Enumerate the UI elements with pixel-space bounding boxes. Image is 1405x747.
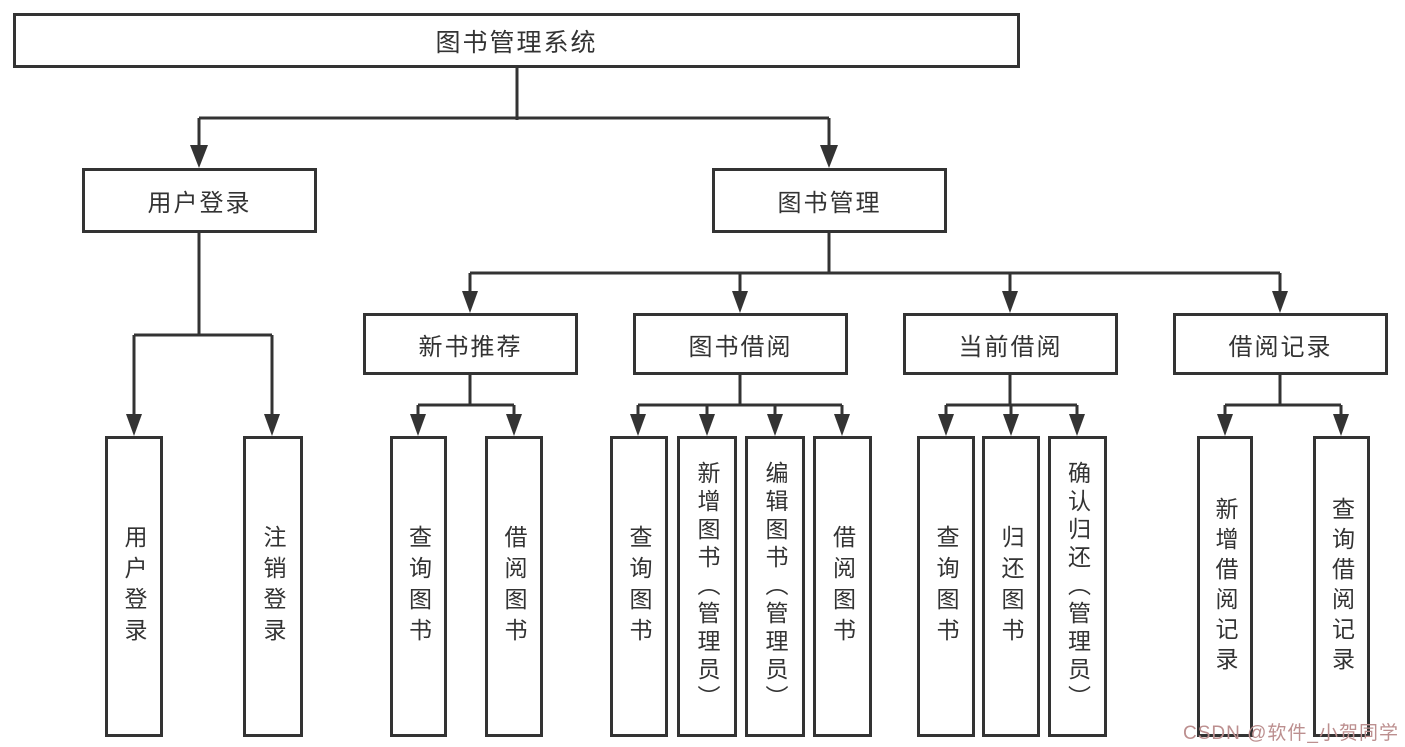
arrow-down-icon — [732, 291, 748, 313]
arrow-down-icon — [834, 414, 850, 436]
arrow-down-icon — [938, 414, 954, 436]
node-borrowing-records: 借阅记录 — [1173, 313, 1388, 375]
connector-borrowrecord-to-leaves — [1223, 375, 1343, 418]
node-leaf-confirm-return-admin: 确认归还（管理员） — [1048, 436, 1107, 737]
node-leaf-query-borrow-record: 查询借阅记录 — [1313, 436, 1370, 737]
node-new-book-recommend: 新书推荐 — [363, 313, 578, 375]
node-book-borrowing: 图书借阅 — [633, 313, 848, 375]
arrow-down-icon — [699, 414, 715, 436]
arrow-down-icon — [630, 414, 646, 436]
connector-newbookrec-to-leaves — [416, 375, 516, 418]
arrow-down-icon — [264, 414, 280, 436]
arrow-down-icon — [1333, 414, 1349, 436]
connector-bookborrow-to-leaves — [636, 375, 844, 418]
node-leaf-query-books-recommend: 查询图书 — [390, 436, 447, 737]
node-leaf-edit-books-admin: 编辑图书（管理员） — [745, 436, 805, 737]
arrow-down-icon — [1003, 414, 1019, 436]
node-leaf-logout: 注销登录 — [243, 436, 303, 737]
connector-bookmgmt-to-level3 — [468, 233, 1282, 295]
node-leaf-borrow-books: 借阅图书 — [813, 436, 872, 737]
node-leaf-add-borrow-record: 新增借阅记录 — [1197, 436, 1253, 737]
arrow-down-icon — [1069, 414, 1085, 436]
arrow-down-icon — [820, 145, 838, 168]
node-leaf-return-books: 归还图书 — [982, 436, 1040, 737]
connector-userlogin-to-leaves — [132, 233, 274, 418]
arrow-down-icon — [126, 414, 142, 436]
arrow-down-icon — [1217, 414, 1233, 436]
connector-root-to-level2 — [197, 68, 831, 150]
connector-currentborrow-to-leaves — [944, 375, 1079, 418]
node-book-management: 图书管理 — [712, 168, 947, 233]
arrow-down-icon — [190, 145, 208, 168]
node-leaf-borrow-books-recommend: 借阅图书 — [485, 436, 543, 737]
csdn-watermark: CSDN @软件_小贺同学 — [1183, 723, 1399, 744]
node-leaf-add-books-admin: 新增图书（管理员） — [677, 436, 737, 737]
node-leaf-query-books-current: 查询图书 — [917, 436, 975, 737]
arrow-down-icon — [410, 414, 426, 436]
node-root-system: 图书管理系统 — [13, 13, 1020, 68]
arrowheads — [126, 145, 1349, 436]
node-user-login-branch: 用户登录 — [82, 168, 317, 233]
node-leaf-query-books-borrowing: 查询图书 — [610, 436, 668, 737]
node-leaf-user-login: 用户登录 — [105, 436, 163, 737]
arrow-down-icon — [506, 414, 522, 436]
arrow-down-icon — [462, 291, 478, 313]
arrow-down-icon — [1002, 291, 1018, 313]
arrow-down-icon — [767, 414, 783, 436]
arrow-down-icon — [1272, 291, 1288, 313]
node-current-borrowing: 当前借阅 — [903, 313, 1118, 375]
